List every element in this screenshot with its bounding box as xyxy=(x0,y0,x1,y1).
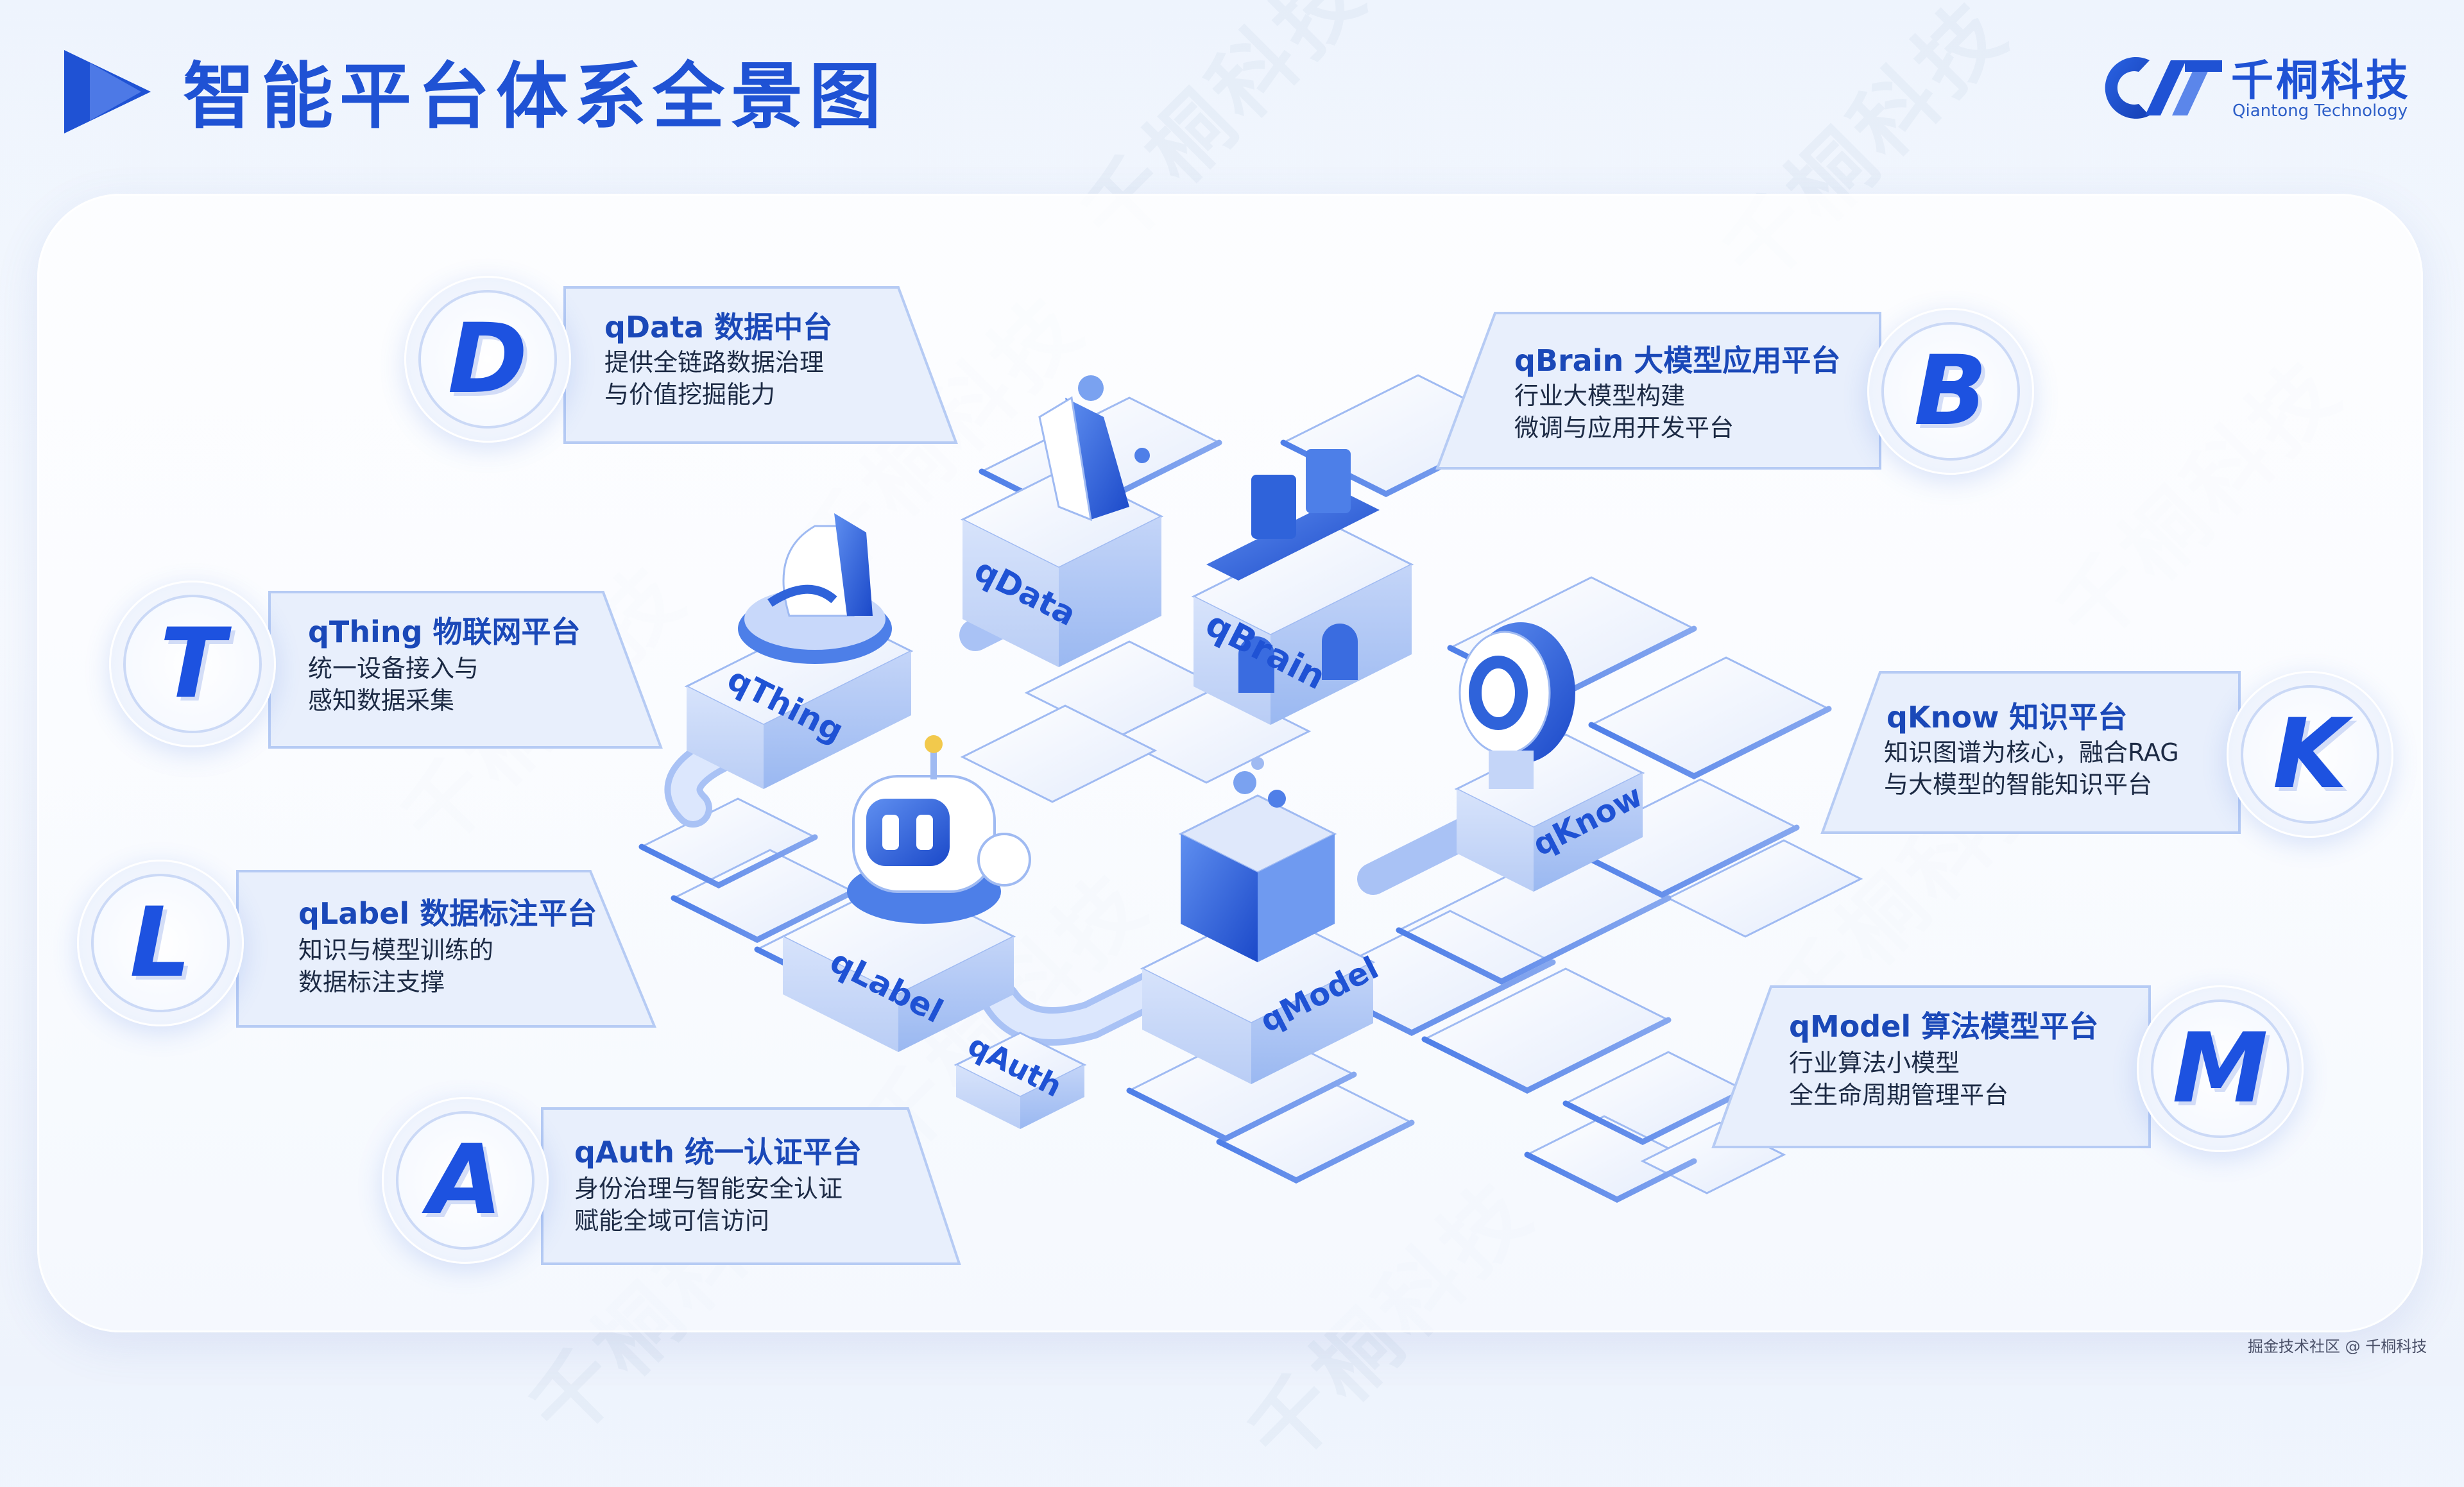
platform-title: qLabel 数据标注平台 xyxy=(298,896,597,931)
qauth-building xyxy=(954,1032,1087,1129)
platform-desc-line-1: 统一设备接入与 xyxy=(308,654,479,683)
footer-credit: 掘金技术社区 @ 千桐科技 xyxy=(2248,1338,2427,1355)
platform-title: qAuth 统一认证平台 xyxy=(574,1135,862,1169)
platform-desc-line-1: 知识与模型训练的 xyxy=(298,936,494,964)
card-background xyxy=(1435,312,1881,470)
page-title: 智能平台体系全景图 xyxy=(183,55,887,139)
qdata-building xyxy=(960,375,1164,667)
platform-desc-line-1: 知识图谱为核心，融合RAG xyxy=(1884,738,2179,767)
platform-desc-line-1: 身份治理与智能安全认证 xyxy=(574,1175,843,1203)
platform-badge: K xyxy=(2227,671,2393,838)
logo-name-cn: 千桐科技 xyxy=(2231,56,2411,105)
platform-badge: B xyxy=(1867,308,2034,475)
qknow-building xyxy=(1454,622,1645,892)
qdata-badge-icon: D xyxy=(447,303,528,415)
platform-desc-line-2: 全生命周期管理平台 xyxy=(1789,1081,2009,1109)
platform-badge: L xyxy=(77,860,244,1026)
platform-desc-line-1: 行业算法小模型 xyxy=(1789,1049,1960,1077)
platform-card-qdata: D qData 数据中台 提供全链路数据治理 与价值挖掘能力 xyxy=(404,276,963,455)
platform-badge: T xyxy=(109,581,276,747)
qmodel-badge-icon: M xyxy=(2172,1013,2268,1125)
platform-desc-line-2: 赋能全域可信访问 xyxy=(574,1207,770,1235)
qthing-building xyxy=(684,513,914,789)
logo-mark-icon xyxy=(2105,57,2222,119)
platform-title: qData 数据中台 xyxy=(604,310,833,344)
qknow-badge-icon: K xyxy=(2272,699,2348,810)
qthing-badge-icon: T xyxy=(159,608,226,720)
logo-name-en: Qiantong Technology xyxy=(2232,101,2408,121)
platform-desc-line-1: 行业大模型构建 xyxy=(1514,382,1686,410)
platform-desc-line-2: 与价值挖掘能力 xyxy=(604,380,776,409)
qmodel-building xyxy=(1140,757,1376,1084)
qauth-badge-icon: A xyxy=(427,1125,503,1236)
platform-desc-line-2: 与大模型的智能知识平台 xyxy=(1884,770,2153,799)
card-background xyxy=(1820,671,2241,834)
card-background xyxy=(1711,985,2151,1148)
qlabel-building xyxy=(780,735,1031,1052)
platform-title: qModel 算法模型平台 xyxy=(1789,1009,2099,1044)
platform-card-qauth: A qAuth 统一认证平台 身份治理与智能安全认证 赋能全域可信访问 xyxy=(382,1097,972,1277)
platform-badge: A xyxy=(382,1097,549,1264)
platform-card-qbrain: qBrain 大模型应用平台 行业大模型构建 微调与应用开发平台 B xyxy=(1435,302,2047,481)
platform-card-qmodel: qModel 算法模型平台 行业算法小模型 全生命周期管理平台 M xyxy=(1711,975,2316,1161)
platform-title: qBrain 大模型应用平台 xyxy=(1514,343,1841,378)
company-logo: 千桐科技 Qiantong Technology xyxy=(2089,46,2409,130)
platform-badge: D xyxy=(404,276,571,443)
platform-card-qlabel: L qLabel 数据标注平台 知识与模型训练的 数据标注支撑 xyxy=(77,860,667,1039)
qbrain-building xyxy=(1191,449,1414,725)
platform-desc-line-2: 数据标注支撑 xyxy=(298,968,445,996)
qlabel-badge-icon: L xyxy=(130,887,191,999)
platform-desc-line-1: 提供全链路数据治理 xyxy=(604,348,825,377)
platform-title: qThing 物联网平台 xyxy=(308,615,581,649)
platform-title: qKnow 知识平台 xyxy=(1887,700,2128,735)
platform-desc-line-2: 微调与应用开发平台 xyxy=(1514,414,1734,442)
platform-desc-line-2: 感知数据采集 xyxy=(308,686,455,715)
qbrain-badge-icon: B xyxy=(1913,336,1988,447)
platform-badge: M xyxy=(2137,985,2304,1152)
platform-card-qknow: qKnow 知识平台 知识图谱为核心，融合RAG 与大模型的智能知识平台 K xyxy=(1820,661,2400,847)
connector-pipes xyxy=(664,587,1479,1046)
platform-card-qthing: T qThing 物联网平台 统一设备接入与 感知数据采集 xyxy=(109,581,674,760)
title-arrow-icon xyxy=(64,50,151,133)
platform-city-illustration: qData qThing qBrain qKnow qLabel qModel … xyxy=(638,374,1863,1203)
